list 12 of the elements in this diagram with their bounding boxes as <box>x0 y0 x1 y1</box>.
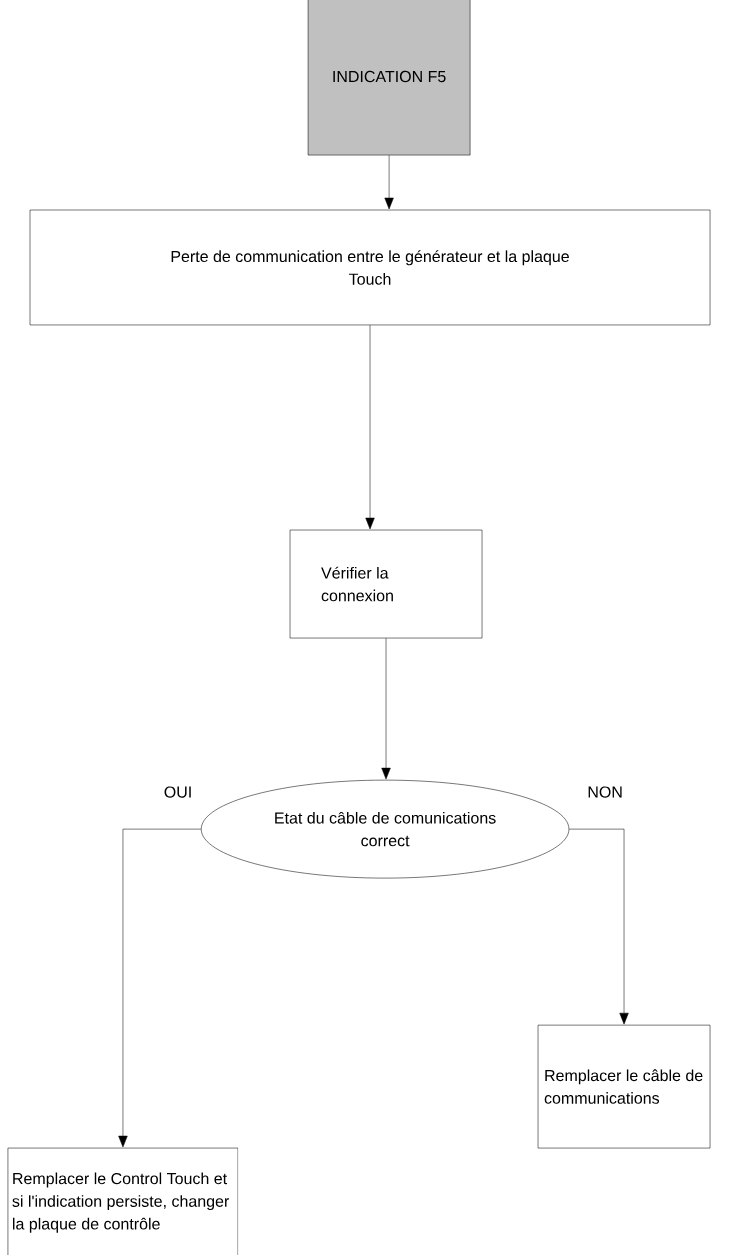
process-box: Remplacer le câble de communications <box>537 1024 711 1149</box>
edge-label: OUI <box>162 785 194 800</box>
arrow <box>384 155 394 210</box>
process-box: Remplacer le Control Touch et si l'indication persiste, changer la plaque de contrôle <box>7 1147 239 1255</box>
arrow <box>568 828 629 1025</box>
process-box: Perte de communication entre le générateur et la plaque Touch <box>29 209 711 326</box>
arrow <box>381 638 391 780</box>
process-box: Vérifier la connexion <box>289 529 483 639</box>
process-box: INDICATION F5 <box>307 0 471 156</box>
edge-label: NON <box>586 785 625 800</box>
arrow <box>118 828 202 1148</box>
arrow <box>365 324 375 530</box>
